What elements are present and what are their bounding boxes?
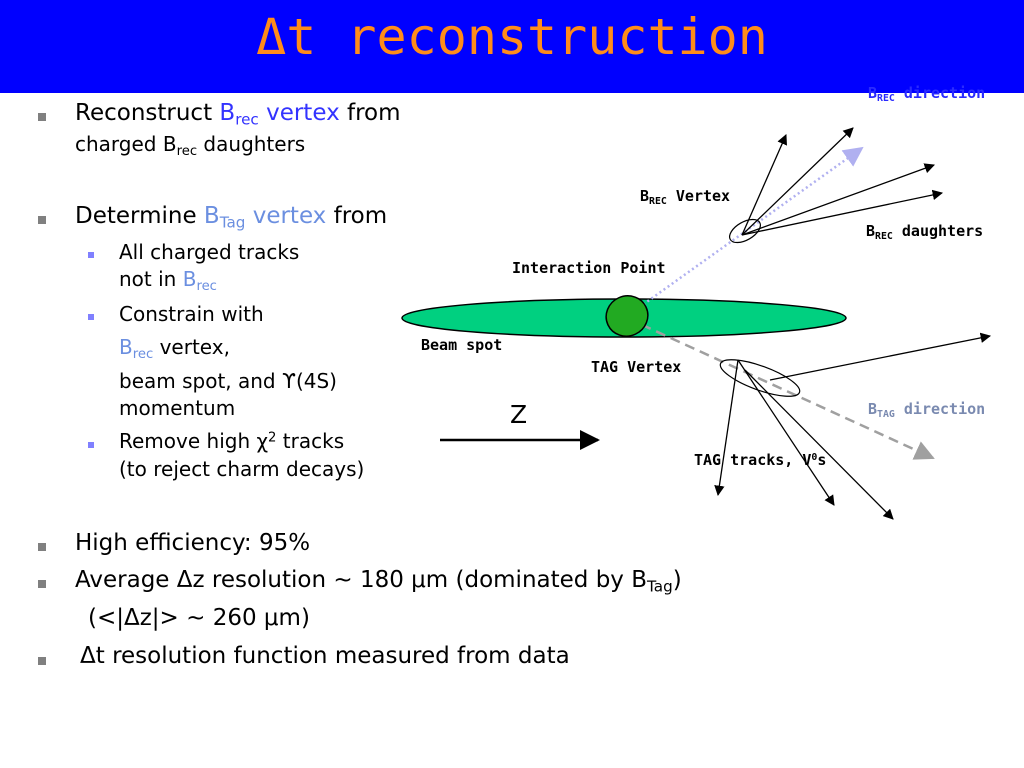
- square-bullet-icon: [38, 216, 46, 224]
- tag-track: [744, 369, 894, 520]
- tag-tracks-label: TAG tracks, V0s: [694, 451, 827, 469]
- brec-daughter-track: [741, 127, 854, 236]
- brec-direction-line: [626, 146, 864, 318]
- tag-track: [769, 332, 992, 381]
- bullet-dt-resolution: Δt resolution function measured from dat…: [80, 643, 570, 669]
- bullet-reconstruct-brec: Reconstruct Brec vertex from: [75, 100, 401, 129]
- sub-bullet-constrain-line3: beam spot, and ϒ(4S): [119, 369, 337, 393]
- brec-vertex-label: BREC Vertex: [640, 187, 731, 207]
- small-square-bullet-icon: [88, 252, 94, 258]
- interaction-point-label: Interaction Point: [512, 259, 666, 277]
- tag-vertex-label: TAG Vertex: [591, 358, 682, 376]
- square-bullet-icon: [38, 657, 46, 665]
- sub-bullet-all-tracks-line2: not in Brec: [119, 267, 217, 294]
- interaction-point-ellipse: [605, 295, 649, 337]
- bullet-average-dz-line2: (<|Δz|> ~ 260 μm): [88, 605, 310, 631]
- sub-bullet-constrain-line4: momentum: [119, 396, 236, 420]
- tag-vertex-ellipse: [719, 359, 801, 397]
- small-square-bullet-icon: [88, 314, 94, 320]
- sub-bullet-constrain-line2: Brec vertex,: [119, 335, 230, 362]
- sub-bullet-remove-chi2: Remove high χ2 tracks: [119, 429, 345, 453]
- from-word: from: [326, 203, 388, 229]
- brec-direction-label: BREC direction: [868, 84, 986, 104]
- bullet-high-efficiency: High efficiency: 95%: [75, 530, 311, 556]
- brec-label: Brec: [219, 100, 259, 129]
- btag-label: BTag: [203, 203, 246, 232]
- btag-direction-label: BTAG direction: [868, 400, 986, 420]
- tag-track: [714, 359, 739, 497]
- sub-bullet-remove-chi2-line2: (to reject charm decays): [119, 457, 365, 481]
- square-bullet-icon: [38, 580, 46, 588]
- bullet-determine-btag: Determine BTag vertex from: [75, 203, 388, 232]
- vertex-word: vertex: [245, 203, 327, 229]
- brec-vertex-ellipse: [729, 218, 761, 244]
- square-bullet-icon: [38, 543, 46, 551]
- brec-daughter-track: [741, 163, 935, 236]
- small-square-bullet-icon: [88, 442, 94, 448]
- title-bar: [0, 0, 1024, 93]
- bullet-average-dz: Average Δz resolution ~ 180 μm (dominate…: [75, 567, 682, 596]
- brec-daughter-track: [741, 134, 787, 236]
- bullet-reconstruct-line2: charged Brec daughters: [75, 132, 306, 159]
- bullet-text: Reconstruct: [75, 100, 220, 126]
- beam-spot-label: Beam spot: [421, 336, 503, 354]
- vertex-word: vertex: [258, 100, 340, 126]
- z-axis-label: Z: [510, 400, 528, 429]
- brec-daughter-track: [741, 189, 944, 236]
- square-bullet-icon: [38, 113, 46, 121]
- slide-title: Δt reconstruction: [256, 8, 768, 66]
- from-word: from: [339, 100, 401, 126]
- sub-bullet-constrain: Constrain with: [119, 302, 264, 326]
- btag-direction-line: [626, 316, 935, 460]
- tag-track: [737, 359, 835, 506]
- sub-bullet-all-tracks: All charged tracks: [119, 240, 300, 264]
- brec-daughters-label: BREC daughters: [866, 222, 984, 242]
